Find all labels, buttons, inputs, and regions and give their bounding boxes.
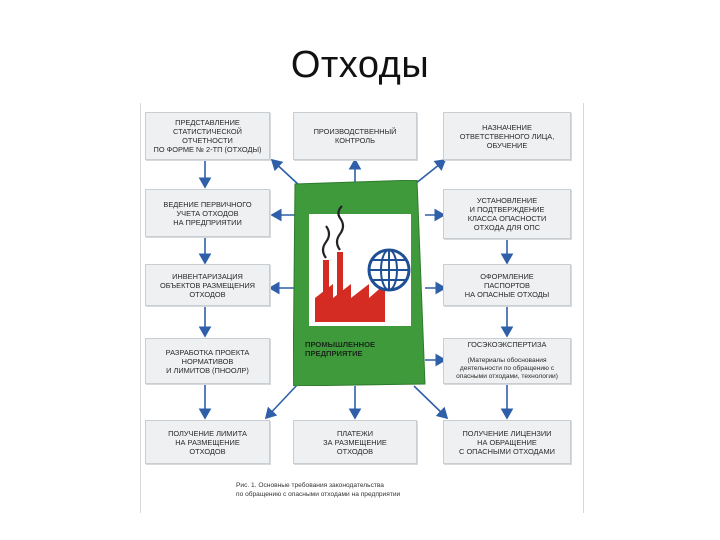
primary-account-box: ВЕДЕНИЕ ПЕРВИЧНОГО УЧЕТА ОТХОДОВ НА ПРЕД… <box>145 189 270 237</box>
factory-icon <box>315 252 385 322</box>
page-title: Отходы <box>290 44 430 86</box>
license-box: ПОЛУЧЕНИЕ ЛИЦЕНЗИИ НА ОБРАЩЕНИЕ С ОПАСНЫ… <box>443 420 571 464</box>
figure-caption: Рис. 1. Основные требования законодатель… <box>236 482 401 498</box>
inventory-box: ИНВЕНТАРИЗАЦИЯ ОБЪЕКТОВ РАЗМЕЩЕНИЯ ОТХОД… <box>145 264 270 306</box>
passports-box: ОФОРМЛЕНИЕ ПАСПОРТОВ НА ОПАСНЫЕ ОТХОДЫ <box>443 264 571 306</box>
expertise-box: ГОСЭКОЭКСПЕРТИЗА (Материалы обоснования … <box>443 338 571 384</box>
enterprise-label: ПРОМЫШЛЕННОЕ ПРЕДПРИЯТИЕ <box>305 340 376 358</box>
responsible-box: НАЗНАЧЕНИЕ ОТВЕТСТВЕННОГО ЛИЦА, ОБУЧЕНИЕ <box>443 112 571 160</box>
arrow-stat-report <box>270 158 301 187</box>
prod-control-box: ПРОИЗВОДСТВЕННЫЙ КОНТРОЛЬ <box>293 112 417 160</box>
globe-icon <box>367 248 411 292</box>
smoke-icon <box>321 205 345 259</box>
pnoolr-box: РАЗРАБОТКА ПРОЕКТА НОРМАТИВОВ И ЛИМИТОВ … <box>145 338 270 384</box>
limit-box: ПОЛУЧЕНИЕ ЛИМИТА НА РАЗМЕЩЕНИЕ ОТХОДОВ <box>145 420 270 464</box>
arrow-license <box>413 385 449 420</box>
industrial-enterprise-panel <box>293 180 426 386</box>
stat-report-box: ПРЕДСТАВЛЕНИЕ СТАТИСТИЧЕСКОЙ ОТЧЕТНОСТИ … <box>145 112 270 160</box>
expertise-head: ГОСЭКОЭКСПЕРТИЗА <box>467 340 547 349</box>
hazard-class-box: УСТАНОВЛЕНИЕ И ПОДТВЕРЖДЕНИЕ КЛАССА ОПАС… <box>443 189 571 239</box>
payments-box: ПЛАТЕЖИ ЗА РАЗМЕЩЕНИЕ ОТХОДОВ <box>293 420 417 464</box>
arrow-limit <box>264 383 299 420</box>
expertise-body: (Материалы обоснования деятельности по о… <box>456 357 558 380</box>
